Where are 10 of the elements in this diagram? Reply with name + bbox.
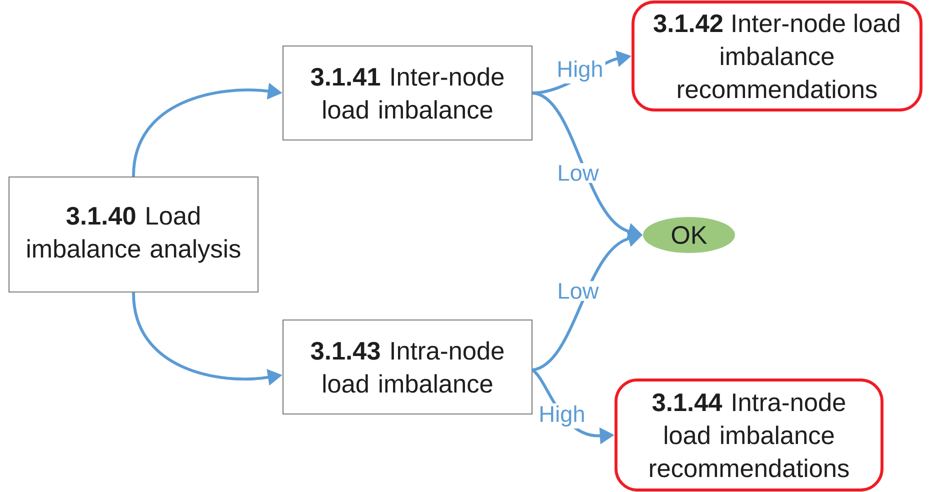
process-box: 3.1.41 Inter-node load imbalance (282, 45, 533, 141)
edge-label: Low (555, 163, 601, 183)
edge-label: Low (555, 281, 601, 301)
edge-label: High (554, 58, 606, 84)
process-box: 3.1.43 Intra-node load imbalance (282, 319, 533, 415)
process-box: 3.1.40 Load imbalance analysis (8, 176, 259, 293)
rounded-box: 3.1.42 Inter-node load imbalance recommendations (632, 0, 922, 112)
edge-label: High (536, 403, 588, 429)
oval: OK (643, 217, 735, 253)
rounded-box: 3.1.44 Intra-node load imbalance recommendations (614, 378, 884, 492)
